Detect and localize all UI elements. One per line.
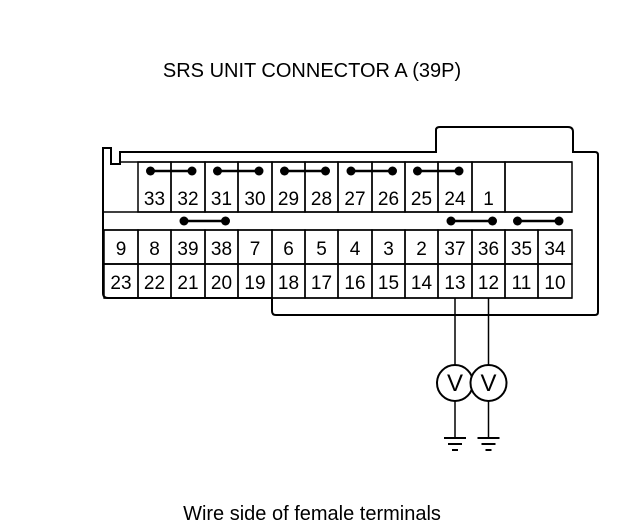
shorting-bar-contact	[488, 216, 497, 226]
terminal-label: 13	[444, 273, 465, 294]
terminal-label: 19	[244, 273, 265, 294]
shorting-bar-contact	[221, 216, 230, 226]
terminal-label: 5	[316, 239, 327, 260]
terminal-label: 37	[444, 239, 465, 260]
terminal-cell	[537, 263, 573, 299]
terminal-label: 8	[149, 239, 160, 260]
shorting-bar-contact	[213, 166, 222, 176]
shorting-bar-contact	[454, 166, 464, 176]
terminal-label: 23	[110, 273, 131, 294]
terminal-label: 4	[350, 239, 361, 260]
terminal-label: 6	[283, 239, 294, 260]
shorting-bar-contact	[388, 166, 397, 176]
shorting-bar-contact	[413, 166, 422, 176]
terminal-label: 11	[512, 273, 532, 294]
terminal-label: 39	[177, 239, 198, 260]
terminal-label: 16	[344, 273, 365, 294]
shorting-bar-contact	[446, 216, 456, 226]
shorting-bars	[146, 166, 564, 226]
shorting-bar-contact	[346, 166, 356, 176]
terminal-label: 33	[144, 189, 165, 210]
diagram-caption: Wire side of female terminals	[183, 503, 441, 525]
diagram-title: SRS UNIT CONNECTOR A (39P)	[162, 60, 462, 82]
terminal-label: 12	[478, 273, 499, 294]
terminal-label: 2	[416, 239, 427, 260]
terminal-label: 3	[383, 239, 394, 260]
terminal-label: 14	[411, 273, 433, 294]
terminal-label: 24	[444, 189, 466, 210]
shorting-bar-contact	[280, 166, 289, 176]
terminal-cell	[471, 161, 506, 213]
shorting-bar-contact	[254, 166, 264, 176]
ground-icon	[444, 437, 466, 451]
terminal-label: 28	[311, 189, 332, 210]
terminal-label: 32	[177, 189, 198, 210]
terminal-label: 35	[511, 239, 532, 260]
terminal-label: 31	[211, 189, 232, 210]
terminal-label: 18	[278, 273, 299, 294]
terminal-label: 26	[378, 189, 399, 210]
terminal-label: 17	[311, 273, 332, 294]
voltmeter-symbol: V	[480, 370, 496, 397]
voltmeter-symbol: V	[447, 370, 463, 397]
terminal-label: 29	[278, 189, 299, 210]
terminal-label: 27	[344, 189, 365, 210]
terminal-label: 20	[211, 273, 232, 294]
terminal-label: 30	[244, 189, 265, 210]
shorting-bar-contact	[146, 166, 155, 176]
terminal-label: 21	[177, 273, 198, 294]
shorting-bar-contact	[554, 216, 564, 226]
terminal-label: 36	[478, 239, 499, 260]
terminal-label: 34	[544, 239, 566, 260]
shorting-bar-contact	[321, 166, 330, 176]
connector-housing	[102, 126, 599, 316]
terminal-label: 9	[116, 239, 127, 260]
terminal-label: 22	[144, 273, 165, 294]
shorting-bar-contact	[513, 216, 522, 226]
terminal-label: 7	[250, 239, 261, 260]
terminal-label: 38	[211, 239, 232, 260]
shorting-bar-contact	[187, 166, 197, 176]
terminal-label: 1	[483, 189, 494, 210]
shorting-bar-contact	[179, 216, 189, 226]
terminal-label: 25	[411, 189, 432, 210]
terminal-label: 10	[544, 273, 565, 294]
ground-icon	[477, 437, 500, 451]
terminal-label: 15	[378, 273, 399, 294]
